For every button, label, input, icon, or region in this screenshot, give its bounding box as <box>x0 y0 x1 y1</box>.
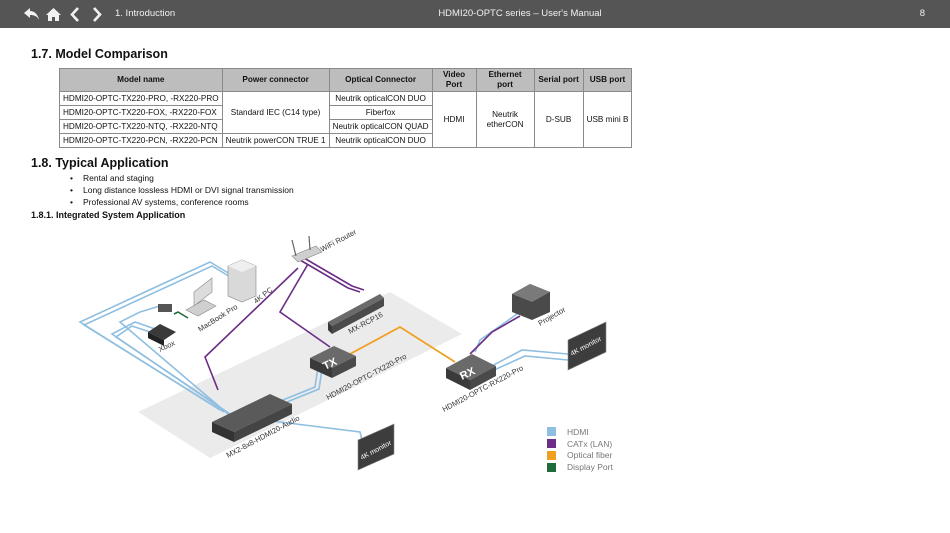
legend-swatch-fiber <box>547 450 556 460</box>
chevron-left-icon[interactable] <box>66 4 84 24</box>
cell-usb: USB mini B <box>582 91 633 148</box>
table-row: HDMI20-OPTC-TX220-PCN, -RX220-PCN Neutri… <box>59 133 632 148</box>
cell-optical: Fiberfox <box>328 105 433 120</box>
cell-optical: Neutrik opticalCON DUO <box>328 133 433 148</box>
projector-icon <box>512 284 550 320</box>
legend-swatch-catx <box>547 439 556 449</box>
diagram-legend: HDMI CATx (LAN) Optical fiber Display Po… <box>547 426 613 473</box>
list-item: Long distance lossless HDMI or DVI signa… <box>70 185 294 197</box>
table-row: HDMI20-OPTC-TX220-PRO, -RX220-PRO Standa… <box>59 91 633 148</box>
cell-optical: Neutrik opticalCON DUO <box>328 91 433 106</box>
wifi-router-icon <box>291 235 323 263</box>
legend-item: Optical fiber <box>547 450 613 462</box>
header-power-connector: Power connector <box>221 68 330 92</box>
page-number: 8 <box>919 8 925 19</box>
home-icon[interactable] <box>44 4 62 24</box>
laptop-icon <box>185 277 217 317</box>
cell-model: HDMI20-OPTC-TX220-NTQ, -RX220-NTQ <box>59 119 223 134</box>
subsection-heading-integrated-system: 1.8.1. Integrated System Application <box>31 210 186 220</box>
cell-serial: D-SUB <box>533 91 584 148</box>
cell-power: Standard IEC (C14 type) <box>221 91 330 134</box>
cell-optical: Neutrik opticalCON QUAD <box>328 119 433 134</box>
cell-model: HDMI20-OPTC-TX220-FOX, -RX220-FOX <box>59 105 223 120</box>
optical-fiber-cable <box>349 325 456 363</box>
system-diagram: WiFi Router 4K PC MacBook Pro Xbox MX-RC… <box>78 227 607 471</box>
nav-toolbar <box>22 4 106 24</box>
top-bar: 1. Introduction HDMI20-OPTC series – Use… <box>0 0 950 28</box>
legend-item: HDMI <box>547 426 613 438</box>
catx-cables <box>204 257 521 391</box>
cell-model: HDMI20-OPTC-TX220-PRO, -RX220-PRO <box>59 91 223 106</box>
list-item: Rental and staging <box>70 173 294 185</box>
cell-ethernet: Neutrik etherCON <box>475 91 535 148</box>
section-heading-model-comparison: 1.7. Model Comparison <box>31 47 168 61</box>
section-heading-typical-application: 1.8. Typical Application <box>31 156 169 170</box>
legend-item: Display Port <box>547 461 613 473</box>
header-optical-connector: Optical Connector <box>328 68 433 92</box>
rx-device-icon <box>446 354 496 390</box>
adapter-icon <box>158 304 172 312</box>
pc-icon <box>227 259 257 303</box>
legend-label: HDMI <box>567 426 589 437</box>
legend-swatch-hdmi <box>547 427 556 437</box>
model-comparison-table: Model name Power connector Optical Conne… <box>59 68 633 148</box>
rcp-device-icon <box>328 294 384 334</box>
displayport-cable <box>173 311 189 319</box>
wifi-router-label: WiFi Router <box>319 227 359 254</box>
header-ethernet-port: Ethernet port <box>475 68 535 92</box>
matrix-switcher-icon <box>212 394 292 442</box>
legend-label: Display Port <box>567 462 613 473</box>
legend-item: CATx (LAN) <box>547 438 613 450</box>
legend-label: CATx (LAN) <box>567 438 613 449</box>
back-return-icon[interactable] <box>22 4 40 24</box>
list-item: Professional AV systems, conference room… <box>70 197 294 209</box>
xbox-icon <box>148 324 176 346</box>
monitor-right-icon <box>567 321 607 371</box>
table-header-row: Model name Power connector Optical Conne… <box>59 68 633 92</box>
hdmi-cables <box>78 261 569 441</box>
legend-label: Optical fiber <box>567 450 613 461</box>
cell-video: HDMI <box>431 91 477 148</box>
platform-shape <box>138 292 462 458</box>
tx-text: TX <box>321 356 339 373</box>
breadcrumb[interactable]: 1. Introduction <box>115 8 176 19</box>
header-serial-port: Serial port <box>533 68 584 92</box>
cell-model: HDMI20-OPTC-TX220-PCN, -RX220-PCN <box>59 133 223 148</box>
cell-power: Neutrik powerCON TRUE 1 <box>221 133 330 148</box>
header-video-port: Video Port <box>431 68 477 92</box>
legend-swatch-displayport <box>547 462 556 472</box>
application-list: Rental and staging Long distance lossles… <box>70 173 294 208</box>
header-model-name: Model name <box>59 68 223 92</box>
monitor-bottom-icon <box>357 423 395 471</box>
tx-device-icon <box>310 346 356 378</box>
chevron-right-icon[interactable] <box>88 4 106 24</box>
header-usb-port: USB port <box>582 68 633 92</box>
